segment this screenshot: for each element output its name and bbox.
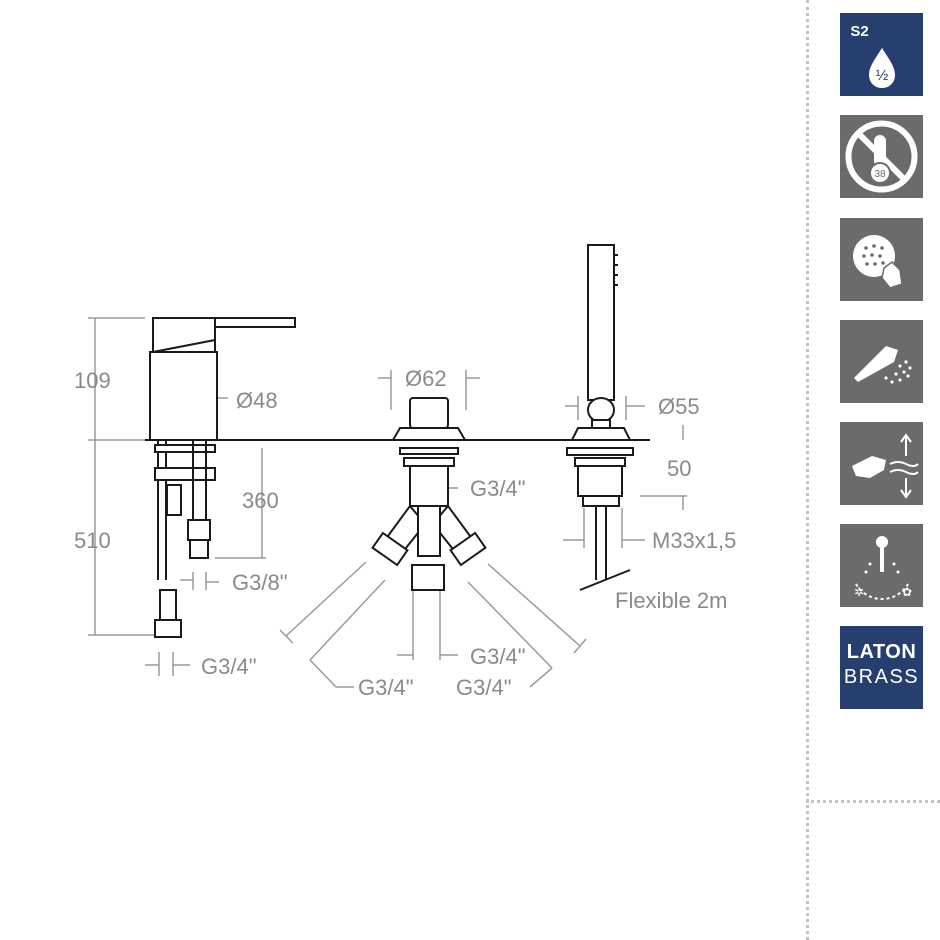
sidebar-divider-horizontal <box>806 800 940 803</box>
mixer-body <box>149 317 296 638</box>
dim-thread-shower: M33x1,5 <box>652 528 736 553</box>
sidebar-divider <box>806 0 809 940</box>
hand-shower <box>566 244 634 591</box>
dim-height-total: 510 <box>74 528 111 553</box>
water-saving-icon: ½ <box>869 48 895 88</box>
dim-height-lever: 109 <box>74 368 111 393</box>
badge-anti-limescale <box>840 218 923 301</box>
badge-no-thermostat-temp: 38 <box>874 169 886 180</box>
temperature-control-icon: ✲ ✿ <box>854 536 912 601</box>
badge-height-adjust <box>840 422 923 505</box>
badge-water-saving: S2 ½ <box>840 13 923 96</box>
dim-thread-diverter-bottom: G3/4" <box>470 644 526 669</box>
badge-no-thermostat: 38 <box>840 115 923 198</box>
badge-brass: LATON BRASS <box>840 626 923 709</box>
diverter-body <box>371 397 487 591</box>
dim-hose-length-mixer: 360 <box>242 488 279 513</box>
badge-brass-label-bottom: BRASS <box>843 666 920 688</box>
svg-text:✲: ✲ <box>854 585 864 599</box>
svg-text:✿: ✿ <box>902 585 912 599</box>
badge-temperature-control: ✲ ✿ <box>840 524 923 607</box>
badge-water-saving-fraction: ½ <box>876 67 889 84</box>
dim-diam-shower: Ø55 <box>658 394 700 419</box>
dim-thread-mixer-small: G3/8" <box>232 570 288 595</box>
dim-thread-mixer-large: G3/4" <box>201 654 257 679</box>
anti-limescale-icon <box>853 235 903 289</box>
height-adjust-icon <box>852 433 919 499</box>
badge-shower-spray <box>840 320 923 403</box>
dim-thread-diverter-right: G3/4" <box>456 675 512 700</box>
dim-diam-body: Ø48 <box>236 388 278 413</box>
shower-spray-icon <box>854 346 912 384</box>
dim-thread-diverter-top: G3/4" <box>470 476 526 501</box>
dim-thread-diverter-left: G3/4" <box>358 675 414 700</box>
dim-hose-shower: Flexible 2m <box>615 588 727 613</box>
technical-drawing: 109 Ø48 510 360 G3/8" G3/4" Ø62 G3/4" G3… <box>74 244 736 700</box>
badge-brass-label-top: LATON <box>846 641 917 663</box>
dim-diam-diverter: Ø62 <box>405 366 447 391</box>
badge-water-saving-label: S2 <box>850 23 869 40</box>
dim-height-shower-base: 50 <box>667 456 691 481</box>
no-thermostat-icon: 38 <box>845 120 918 193</box>
